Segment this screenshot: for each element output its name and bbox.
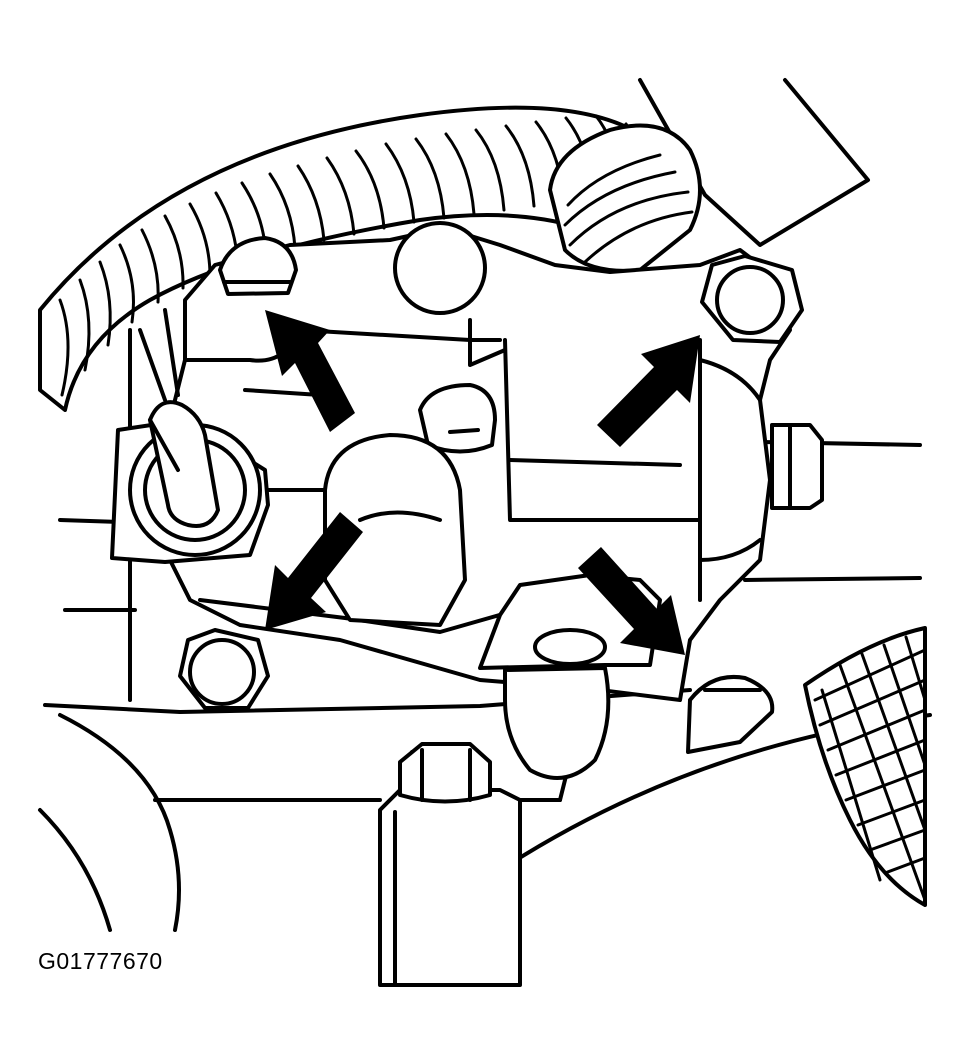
- arrow-lower-left: [265, 512, 363, 630]
- hose-connector: [110, 308, 270, 564]
- arrow-lower-right: [578, 547, 685, 655]
- lower-left-bolt: [178, 628, 270, 710]
- wiring-harness-conduit: [38, 105, 680, 412]
- bottom-center-bolt: [378, 742, 522, 987]
- lower-right-bolt: [686, 675, 775, 754]
- plug-cap: [393, 221, 487, 315]
- mesh-screen: [803, 626, 927, 907]
- arrow-upper-left: [265, 310, 355, 432]
- arrow-upper-right: [597, 335, 700, 447]
- top-port: [418, 383, 497, 454]
- outlet-fitting: [770, 423, 824, 510]
- figure-code: G01777670: [38, 948, 163, 974]
- upper-left-bolt: [218, 236, 298, 296]
- center-boss: [323, 433, 467, 627]
- upper-right-bolt: [700, 254, 804, 344]
- threaded-fitting: [548, 123, 702, 273]
